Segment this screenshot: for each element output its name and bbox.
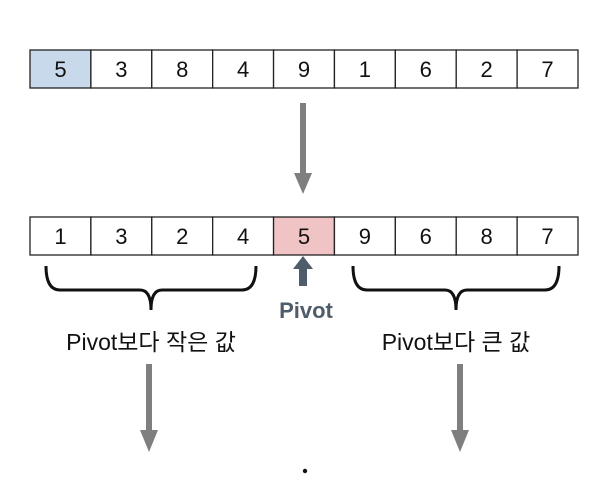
- partitioned-array-cell-value: 4: [237, 224, 249, 249]
- input-array-cell-box: [455, 49, 518, 89]
- input-array-cell-value: 4: [237, 57, 249, 82]
- pivot-label: Pivot: [279, 298, 333, 323]
- partitioned-array-cell-value: 9: [359, 224, 371, 249]
- input-array-cell-value: 5: [54, 57, 66, 82]
- pivot-arrow-icon: [293, 256, 313, 286]
- partitioned-array-cell: 6: [394, 216, 457, 256]
- input-array-cell-value: 8: [176, 57, 188, 82]
- partitioned-array-cell: 7: [516, 216, 579, 256]
- input-array-cell: 9: [272, 49, 336, 89]
- partitioned-array-cell-box: [212, 216, 275, 256]
- partition-arrow: [294, 103, 312, 194]
- partitioned-array-cell-value: 5: [298, 224, 310, 249]
- partition-arrow-shaft: [300, 103, 306, 175]
- input-array-cell-box: [151, 49, 214, 89]
- input-array-cell-value: 6: [420, 57, 432, 82]
- partitioned-array-row: 1 3 2 4 5 9 6 8 7: [29, 216, 579, 256]
- input-array-row: 5 3 8 4 9 1 6 2 7: [29, 49, 579, 89]
- partitioned-array-cell: 1: [29, 216, 92, 256]
- right-group-bracket: [351, 265, 561, 311]
- input-array-cell: 7: [516, 49, 579, 89]
- input-array-cell-value: 7: [541, 57, 553, 82]
- input-array-cell: 4: [212, 49, 275, 89]
- input-array-cell: 3: [90, 49, 153, 89]
- partitioned-array-cell: 3: [90, 216, 153, 256]
- partitioned-array-cell-value: 6: [420, 224, 432, 249]
- input-array-cell-value: 2: [481, 57, 493, 82]
- partitioned-array-cell-box: [516, 216, 579, 256]
- input-array-cell-value: 1: [359, 57, 371, 82]
- input-array-cell-box: [516, 49, 579, 89]
- input-array-cell-box: [333, 49, 396, 89]
- input-array-cell: 2: [455, 49, 518, 89]
- continuation-dot: [302, 468, 308, 474]
- partitioned-array-cell-box: [394, 216, 457, 256]
- input-array-cell-box: [394, 49, 457, 89]
- partitioned-array-cell: 9: [333, 216, 396, 256]
- input-array-cell: 8: [151, 49, 214, 89]
- left-recursion-arrow: [140, 364, 158, 452]
- input-array-cell: 1: [333, 49, 396, 89]
- partitioned-array-cell: 4: [212, 216, 275, 256]
- input-array-cell: 6: [394, 49, 457, 89]
- partitioned-array-cell-value: 7: [541, 224, 553, 249]
- partitioned-array-cell-box: [151, 216, 214, 256]
- input-array-cell-box: [29, 49, 92, 89]
- right-group-label: Pivot보다 큰 값: [382, 329, 531, 355]
- partitioned-array-cell: 2: [151, 216, 214, 256]
- input-array-cell-box: [90, 49, 153, 89]
- partitioned-array-cell: 8: [455, 216, 518, 256]
- partitioned-array-cell-value: 3: [115, 224, 127, 249]
- left-group-label: Pivot보다 작은 값: [66, 329, 236, 355]
- right-recursion-arrow: [451, 364, 469, 452]
- input-array-cell: 5: [29, 49, 92, 89]
- partitioned-array-cell-box: [455, 216, 518, 256]
- partitioned-array-cell-value: 1: [54, 224, 66, 249]
- partitioned-array-cell-value: 2: [176, 224, 188, 249]
- partitioned-array-cell-box: [29, 216, 92, 256]
- partitioned-array-cell-value: 8: [481, 224, 493, 249]
- partitioned-array-cell-box: [272, 216, 336, 256]
- left-group-bracket: [44, 265, 258, 311]
- input-array-cell-value: 3: [115, 57, 127, 82]
- input-array-cell-value: 9: [298, 57, 310, 82]
- partitioned-array-cell: 5: [272, 216, 336, 256]
- input-array-cell-box: [272, 49, 336, 89]
- partition-arrow-head: [294, 173, 312, 194]
